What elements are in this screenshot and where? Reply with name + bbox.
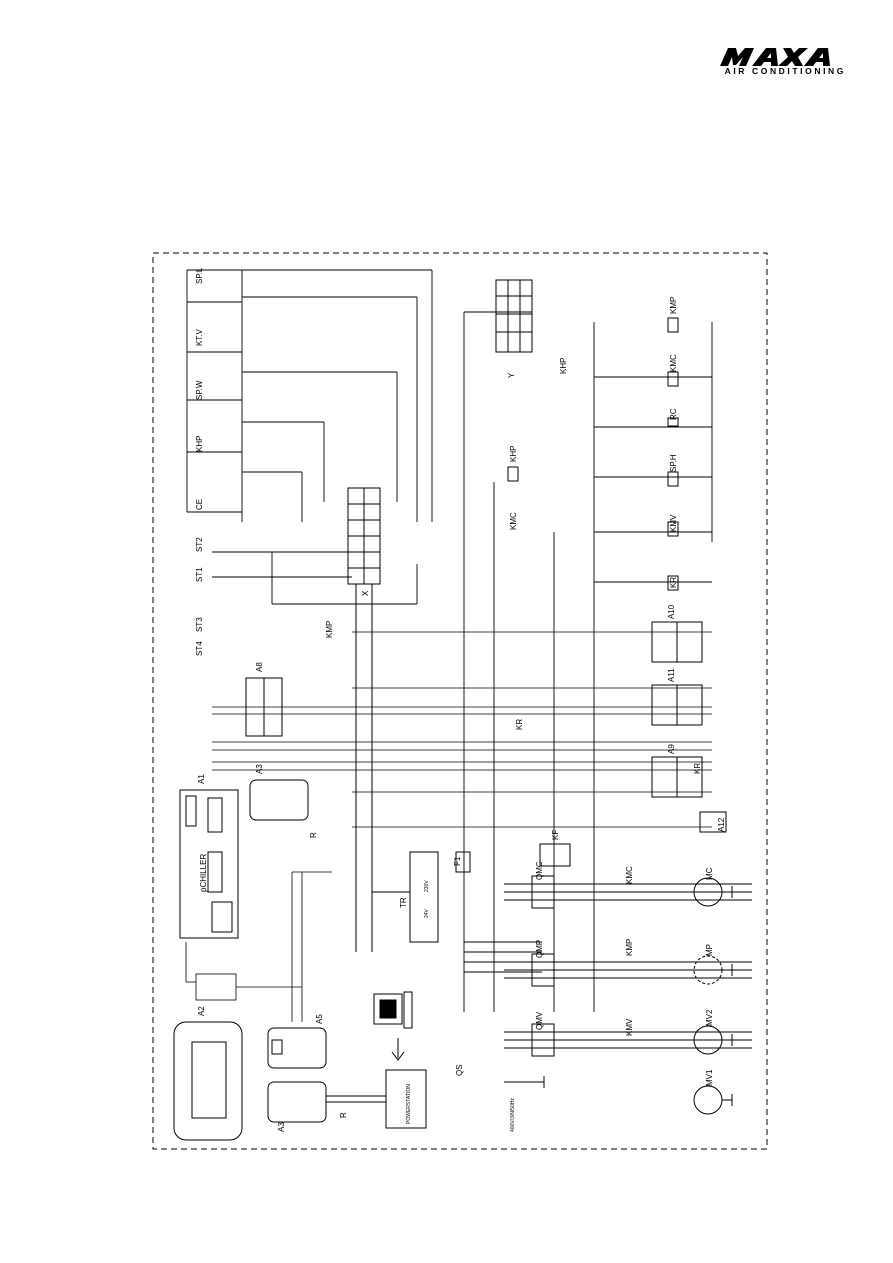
label-qmp: QMP: [535, 940, 544, 958]
label-kmv-coil: KMV: [669, 514, 678, 532]
label-a9: A9: [667, 744, 676, 754]
module-a12: [699, 811, 727, 833]
fuse-f1: [455, 851, 471, 873]
coils-right: [507, 317, 679, 591]
module-a10: [651, 621, 703, 663]
module-a5: [267, 1027, 327, 1069]
motor-mv1: [693, 1085, 723, 1115]
relay-kf: [539, 843, 571, 867]
wiring-diagram: SP.L KT.V SP.W KHP CE ST2 ST1 ST3 ST4 A8…: [152, 252, 770, 1152]
module-a3-upper: [249, 779, 309, 821]
label-mc: MC: [705, 867, 714, 880]
label-a1: A1: [197, 774, 206, 784]
module-bus: [212, 631, 712, 828]
label-tr: TR: [399, 897, 408, 908]
label-khp-coil: KHP: [509, 446, 518, 462]
label-a3-lower: A3: [277, 1122, 286, 1132]
label-a3-upper: A3: [255, 764, 264, 774]
label-qmv: QMV: [535, 1011, 544, 1030]
label-kr-c: KR: [669, 577, 678, 588]
diagram-frame: [152, 252, 768, 1150]
label-mv2: MV2: [705, 1009, 714, 1026]
label-khp-contact: KHP: [559, 358, 568, 374]
label-st2: ST2: [195, 537, 204, 552]
label-st4: ST4: [195, 641, 204, 656]
brand-subtitle: AIR CONDITIONING: [724, 66, 846, 76]
label-mv1: MV1: [705, 1069, 714, 1086]
label-kf: KF: [551, 830, 560, 840]
label-pchiller: pCHILLER: [199, 854, 208, 892]
label-kmp: KMP: [625, 939, 634, 956]
label-r-lower: R: [339, 1112, 348, 1118]
maxa-logo-mark: [720, 48, 830, 66]
label-kr-a: KR: [693, 763, 702, 774]
bus-lines: [463, 311, 713, 1012]
powerstation: [326, 1069, 427, 1129]
brand-logo: [718, 44, 848, 80]
label-a5: A5: [315, 1014, 324, 1024]
label-kmv: KMV: [625, 1018, 634, 1036]
label-sp-w: SP.W: [195, 380, 204, 400]
label-sp-h: SP.H: [669, 454, 678, 472]
display-a2: [173, 1021, 243, 1141]
supply-label: 400V/3/N/50Hz: [510, 1098, 516, 1132]
label-a10: A10: [667, 604, 676, 619]
label-kmp-contact: KMP: [325, 621, 334, 638]
cable-bundle: [185, 871, 332, 1022]
label-x: X: [361, 590, 370, 596]
terminal-block-x: [347, 487, 381, 952]
label-kmp-coil: KMP: [669, 297, 678, 314]
earth-symbols: [504, 886, 733, 1106]
connector-top-right: [495, 279, 533, 353]
label-24v: 24V: [424, 908, 430, 918]
breaker-qmc: [531, 875, 555, 909]
module-a3-lower: [267, 1081, 327, 1123]
label-st1: ST1: [195, 567, 204, 582]
label-powerstation: POWERSTATION: [406, 1084, 412, 1124]
label-rc: RC: [669, 408, 678, 420]
label-a8: A8: [255, 662, 264, 672]
label-qs: QS: [455, 1064, 464, 1076]
label-y: Y: [507, 372, 516, 378]
label-qmc: QMC: [535, 861, 544, 880]
module-a9: [651, 756, 703, 798]
label-kmc-coil: KMC: [669, 354, 678, 372]
label-mp: MP: [705, 944, 714, 956]
label-khp-top: KHP: [195, 436, 204, 452]
control-lines: [186, 269, 433, 605]
label-f1: F1: [453, 856, 462, 866]
label-sp-l: SP.L: [195, 267, 204, 284]
label-230v: 230V: [424, 880, 430, 892]
label-st3: ST3: [195, 617, 204, 632]
computer-icon: [373, 991, 413, 1061]
label-ce: CE: [195, 499, 204, 510]
power-section: [464, 883, 752, 1049]
label-kmc-contact: KMC: [509, 512, 518, 530]
module-a11: [651, 684, 703, 726]
label-a2: A2: [197, 1006, 206, 1016]
breaker-qmp: [531, 953, 555, 987]
label-kt-v: KT.V: [195, 328, 204, 346]
pchiller-controller: [179, 789, 239, 939]
label-a11: A11: [667, 668, 676, 682]
breaker-qmv: [531, 1023, 555, 1057]
label-r-upper: R: [309, 832, 318, 838]
label-a12: A12: [717, 817, 726, 832]
label-kmc: KMC: [625, 866, 634, 884]
transformer-tr: [372, 851, 439, 943]
label-kr-b: KR: [515, 719, 524, 730]
module-a8: [245, 677, 283, 737]
